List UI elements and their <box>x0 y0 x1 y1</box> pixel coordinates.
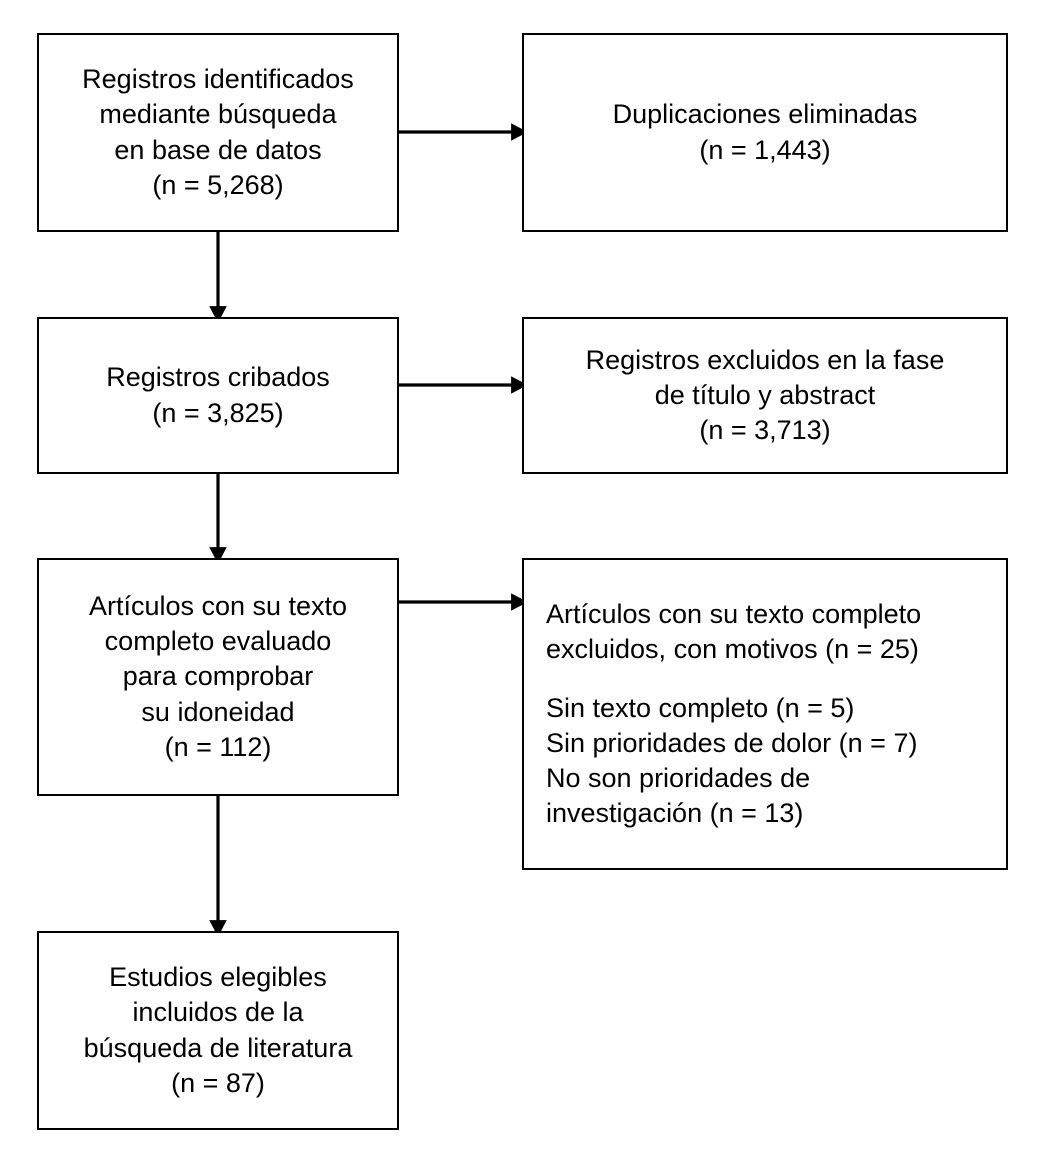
box-line: Artículos con su texto <box>88 591 348 622</box>
box-line: (n = 1,443) <box>699 134 831 165</box>
box-line: Estudios elegibles <box>109 962 327 993</box>
box-records-screened: Registros cribados (n = 3,825) <box>37 317 399 474</box>
box-line: Registros cribados <box>106 362 330 393</box>
box-line: excluidos, con motivos (n = 25) <box>546 633 919 664</box>
box-records-excluded-title-abstract: Registros excluidos en la fase de título… <box>522 317 1008 474</box>
box-line: (n = 87) <box>171 1067 265 1098</box>
box-line: (n = 3,713) <box>699 415 831 446</box>
box-line: completo evaluado <box>104 626 332 657</box>
box-fulltext-assessed: Artículos con su texto completo evaluado… <box>37 558 399 796</box>
box-line: Artículos con su texto completo <box>546 598 922 629</box>
box-line: Duplicaciones eliminadas <box>612 99 918 130</box>
box-line: mediante búsqueda <box>99 99 337 130</box>
box-duplicates-removed: Duplicaciones eliminadas (n = 1,443) <box>522 33 1008 232</box>
box-line: búsqueda de literatura <box>83 1032 353 1063</box>
box-line: (n = 5,268) <box>152 169 284 200</box>
box-line: incluidos de la <box>132 997 304 1028</box>
box-line: (n = 3,825) <box>152 397 284 428</box>
box-line: Sin texto completo (n = 5) <box>546 693 855 724</box>
box-line: para comprobar <box>122 661 314 692</box>
box-records-identified: Registros identificados mediante búsqued… <box>37 33 399 232</box>
box-line: Registros excluidos en la fase <box>585 344 945 375</box>
box-fulltext-excluded-with-reasons: Artículos con su texto completo excluido… <box>522 558 1008 870</box>
box-line: No son prioridades de <box>546 763 811 794</box>
box-line: su idoneidad <box>141 696 295 727</box>
box-line: Sin prioridades de dolor (n = 7) <box>546 728 918 759</box>
box-line: Registros identificados <box>82 64 354 95</box>
box-line: (n = 112) <box>164 731 272 762</box>
box-line: investigación (n = 13) <box>546 798 804 829</box>
box-line: de título y abstract <box>654 379 876 410</box>
box-studies-included: Estudios elegibles incluidos de la búsqu… <box>37 931 399 1130</box>
box-line: en base de datos <box>114 134 322 165</box>
